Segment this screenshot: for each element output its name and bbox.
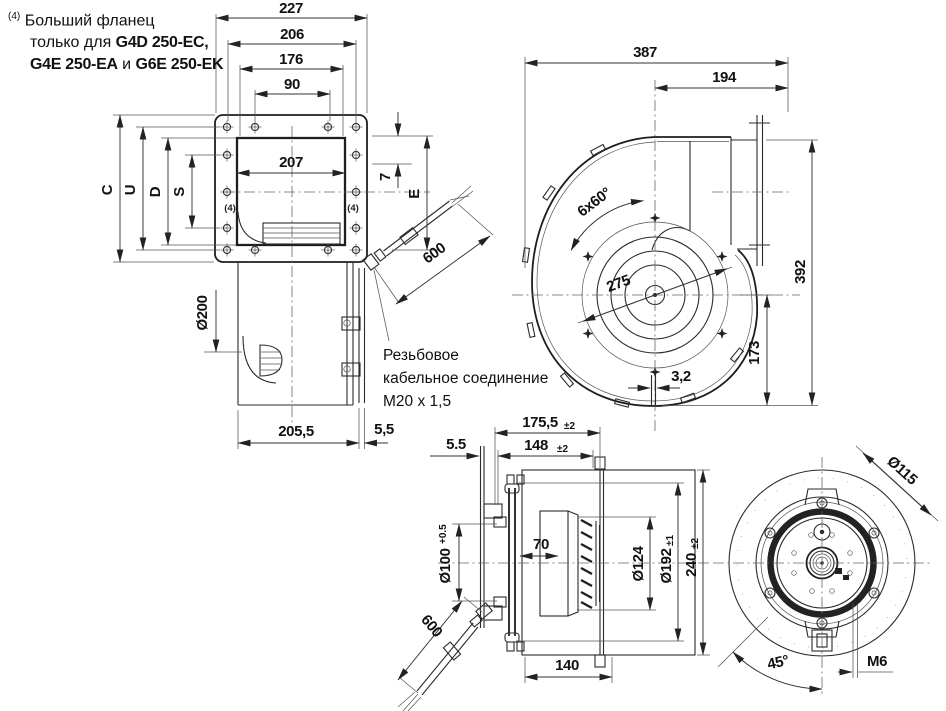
dim-124-label: Ø124: [630, 545, 647, 581]
dim-90-label: 90: [284, 76, 300, 93]
side-view: 5.5 175,5 ±2 148 ±2 Ø100 +0.5 70: [397, 414, 712, 711]
front-view: 227 206 176 90 207 (4) (4) 7 E: [99, 0, 494, 449]
flange-note-line3: G4E 250-EA и G6E 250-EK: [8, 54, 224, 76]
dim-140-label: 140: [555, 657, 579, 674]
scroll-housing-outer: [531, 136, 759, 407]
dim-100-tol: +0.5: [438, 524, 449, 544]
dim-5-5-side-label: 5.5: [446, 436, 466, 453]
front-flange-holes: [219, 119, 364, 258]
side-impeller-wheel: [504, 474, 525, 652]
rear-dimensions: Ø115 45° M6: [732, 445, 939, 693]
front-lower-housing: [237, 262, 366, 406]
dim-5-5-label: 5,5: [374, 421, 394, 438]
mark-4-right: (4): [347, 203, 359, 214]
dim-387-label: 387: [633, 44, 657, 61]
dim-148-label: 148: [524, 437, 548, 454]
rear-perforation-ring: [736, 477, 908, 649]
rear-view: Ø115 45° M6: [713, 445, 939, 695]
dim-M6-label: M6: [867, 653, 887, 670]
dim-7-label: 7: [377, 173, 394, 181]
front-flange-plate: [214, 114, 368, 263]
dim-600-side-label: 600: [417, 612, 445, 641]
flange-note-line1: (4) Больший фланец: [8, 6, 223, 32]
flange-note-text1: Больший фланец: [24, 12, 155, 30]
side-motor: [539, 510, 601, 617]
dim-600-front-label: 600: [420, 239, 449, 267]
scroll-outlet-duct: [651, 115, 770, 266]
dim-100-label: Ø100: [437, 548, 454, 583]
dim-175-5-tol: ±2: [564, 421, 575, 432]
flange-note-model3: G6E 250-EK: [135, 56, 224, 74]
flange-note-text2: только для: [30, 34, 116, 52]
mark-4-left: (4): [224, 203, 236, 214]
impeller-blades-through-opening: [262, 222, 341, 245]
dim-6x60-label: 6x60°: [574, 184, 614, 220]
flange-note-model2: G4E 250-EA: [30, 56, 118, 74]
dim-275-label: 275: [604, 272, 632, 296]
dim-3-2-label: 3,2: [671, 368, 691, 385]
hub-profile: [259, 344, 283, 377]
flange-note-marker: (4): [8, 11, 21, 22]
flange-note-text3: и: [117, 56, 136, 74]
front-inlet-opening: [235, 136, 347, 247]
dim-115-label: Ø115: [884, 453, 921, 489]
scroll-dimensions: 387 194 6x60° 275 392 173 3,2: [524, 44, 818, 406]
cable-note-line3: M20 x 1,5: [383, 393, 452, 410]
scroll-view: 387 194 6x60° 275 392 173 3,2: [512, 44, 818, 432]
dim-192-label: Ø192: [658, 548, 675, 583]
dim-192-tol: ±1: [665, 535, 676, 546]
dim-194-label: 194: [712, 69, 737, 86]
cable-note-line1: Резьбовое: [383, 347, 459, 364]
scroll-tongue: [651, 227, 691, 251]
front-dimensions: 227 206 176 90 207 (4) (4) 7 E: [99, 0, 494, 449]
dim-200-label: Ø200: [194, 295, 211, 330]
dim-240-tol: ±2: [690, 538, 701, 549]
side-dimensions: 5.5 175,5 ±2 148 ±2 Ø100 +0.5 70: [397, 414, 710, 694]
dim-206-label: 206: [280, 26, 304, 43]
dim-207-label: 207: [279, 154, 303, 171]
dim-175-5-label: 175,5: [522, 414, 558, 431]
dim-173-label: 173: [746, 341, 763, 365]
cable-gland-note: Резьбовое кабельное соединение M20 x 1,5: [383, 344, 548, 413]
dim-176-label: 176: [279, 51, 303, 68]
dim-148-tol: ±2: [557, 444, 568, 455]
dim-392-label: 392: [792, 260, 809, 284]
dim-U-label: U: [122, 185, 139, 195]
dim-240-label: 240: [683, 553, 700, 577]
dim-227-label: 227: [279, 0, 303, 17]
dim-S-label: S: [171, 187, 188, 197]
cable-note-line2: кабельное соединение: [383, 370, 549, 387]
dim-D-label: D: [147, 186, 164, 197]
dim-E-label: E: [406, 189, 423, 199]
dim-205-5-label: 205,5: [278, 423, 314, 440]
dim-45-label: 45°: [766, 652, 791, 673]
flange-note-model1: G4D 250-EC,: [115, 34, 209, 52]
dim-70-label: 70: [533, 536, 549, 553]
flange-note-line2: только для G4D 250-EC,: [8, 32, 223, 54]
flange-note: (4) Больший фланец только для G4D 250-EC…: [8, 6, 224, 76]
side-cable-gland: [397, 602, 493, 711]
side-housing-outline: [521, 469, 696, 656]
dim-C-label: C: [99, 184, 116, 195]
